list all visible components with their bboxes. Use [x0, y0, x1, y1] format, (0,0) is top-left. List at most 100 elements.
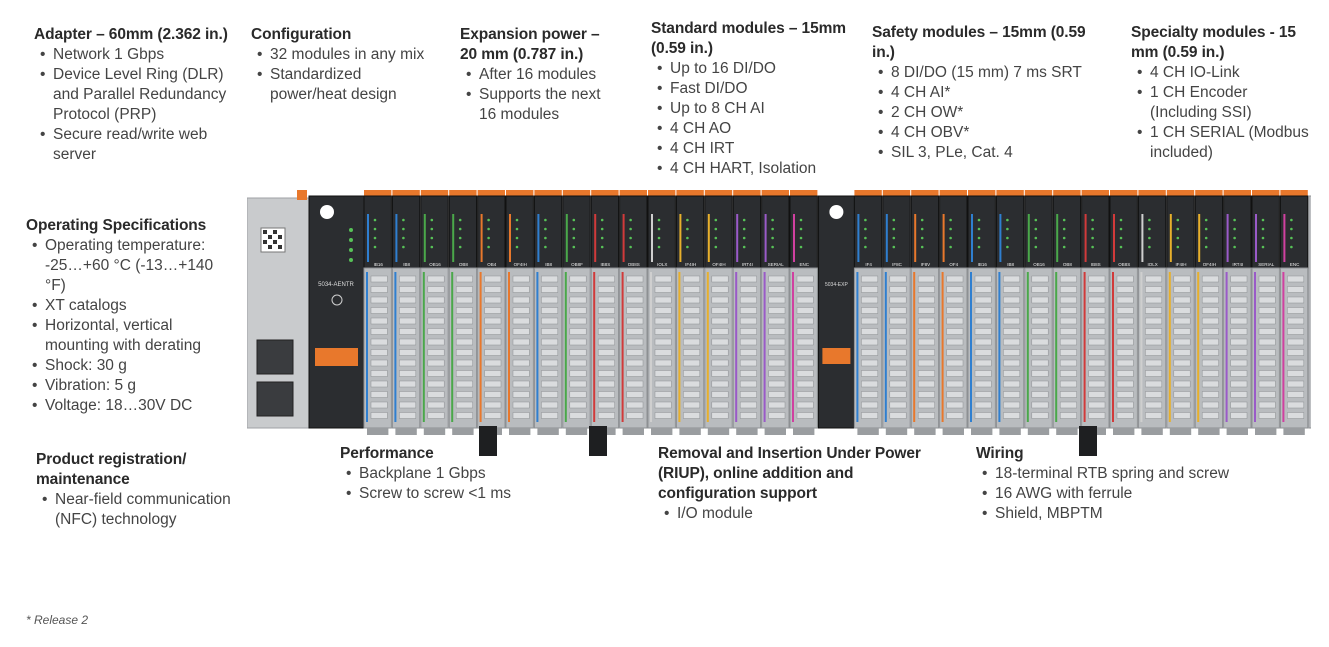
- channel-led-icon: [1034, 236, 1038, 240]
- module-color-band: [1141, 214, 1144, 262]
- terminal-block: [1251, 267, 1280, 429]
- rtb-plug: [479, 426, 497, 456]
- list-item: Shock: 30 g: [26, 356, 238, 376]
- terminal-slot: [1116, 307, 1134, 314]
- configuration-list: 32 modules in any mix Standardized power…: [251, 45, 441, 105]
- channel-led-icon: [686, 236, 689, 240]
- terminal-slot: [1003, 349, 1021, 356]
- terminal-slot: [370, 349, 388, 356]
- terminal-slot: [597, 359, 615, 367]
- terminal-slot: [541, 317, 559, 325]
- terminal-slot: [455, 370, 473, 377]
- terminal-slot: [1201, 275, 1219, 283]
- terminal-slot: [917, 412, 935, 419]
- module-label: SERIAL: [1258, 262, 1275, 267]
- channel-led-icon: [657, 245, 661, 249]
- din-rail-foot: [509, 428, 531, 435]
- channel-led-icon: [892, 227, 896, 231]
- terminal-slot: [739, 401, 757, 409]
- terminal-block: [1024, 267, 1053, 429]
- terminal-slot: [455, 338, 473, 346]
- terminal-slot: [1059, 412, 1077, 419]
- module-latch: [562, 190, 591, 200]
- terminal-slot: [1116, 370, 1134, 377]
- terminal-slot: [654, 296, 672, 304]
- module-label: OB16: [429, 262, 441, 267]
- terminal-slot: [484, 401, 502, 409]
- terminal-slot: [1116, 359, 1134, 367]
- terminal-slot: [427, 370, 445, 377]
- ethernet-port: [256, 381, 294, 417]
- channel-led-icon: [430, 245, 434, 249]
- terminal-slot: [889, 391, 907, 398]
- list-item: 1 CH Encoder (Including SSI): [1131, 83, 1311, 123]
- terminal-slot: [455, 359, 473, 367]
- channel-led-icon: [714, 245, 718, 249]
- terminal-slot: [711, 391, 729, 398]
- terminal-slot: [1173, 349, 1191, 356]
- terminal-slot: [768, 349, 786, 356]
- channel-led-icon: [714, 227, 718, 231]
- module-latch: [761, 190, 789, 200]
- terminal-slot: [1287, 370, 1305, 377]
- channel-led-icon: [373, 218, 377, 222]
- terminal-slot: [974, 275, 992, 283]
- terminal-slot: [654, 349, 672, 356]
- terminal-slot: [654, 286, 672, 293]
- module-color-band: [707, 214, 710, 262]
- module-latch: [968, 190, 996, 200]
- terminal-block: [704, 267, 733, 429]
- performance-title: Performance: [340, 445, 434, 462]
- terminal-slot: [796, 412, 814, 419]
- terminal-slot: [739, 370, 757, 377]
- module-latch: [1138, 190, 1166, 200]
- terminal-slot: [1287, 349, 1305, 356]
- terminal-slot: [1003, 391, 1021, 398]
- module-color-band: [452, 214, 455, 262]
- module-latch: [704, 190, 733, 200]
- module-label: OF4IH: [712, 262, 725, 267]
- list-item: 18-terminal RTB spring and screw: [976, 464, 1256, 484]
- list-item: Near-field communication (NFC) technolog…: [36, 490, 251, 530]
- terminal-slot: [683, 349, 701, 356]
- registration-title: Product registration/ maintenance: [36, 451, 187, 488]
- module-latch: [477, 190, 505, 200]
- terminal-slot: [768, 359, 786, 367]
- terminal-slot: [512, 391, 530, 398]
- list-item: I/O module: [658, 504, 930, 524]
- channel-led-icon: [657, 218, 661, 222]
- terminal-slot: [541, 391, 559, 398]
- terminal-slot: [1003, 317, 1021, 325]
- channel-led-icon: [629, 218, 632, 222]
- adapter-list: Network 1 Gbps Device Level Ring (DLR) a…: [34, 45, 244, 165]
- terminal-color-stripe: [1026, 272, 1029, 422]
- terminal-slot: [739, 286, 757, 293]
- terminal-color-stripe: [593, 272, 596, 422]
- terminal-slot: [569, 338, 587, 346]
- module-color-band: [1056, 214, 1059, 262]
- din-rail-foot: [736, 428, 758, 435]
- terminal-slot: [946, 349, 964, 356]
- terminal-slot: [1031, 338, 1049, 346]
- terminal-slot: [1031, 328, 1049, 335]
- terminal-slot: [974, 296, 992, 304]
- terminal-slot: [683, 359, 701, 367]
- channel-led-icon: [544, 236, 547, 240]
- module-color-band: [509, 214, 511, 262]
- terminal-slot: [1088, 401, 1106, 409]
- module-color-band: [1113, 214, 1115, 262]
- terminal-slot: [1230, 317, 1248, 325]
- module-label: ENC: [1290, 262, 1300, 267]
- module-latch: [1053, 190, 1081, 200]
- terminal-slot: [1003, 359, 1021, 367]
- power-connector: [315, 348, 358, 366]
- terminal-slot: [683, 380, 701, 388]
- terminal-slot: [946, 391, 964, 398]
- terminal-slot: [768, 338, 786, 346]
- terminal-block: [853, 267, 883, 429]
- module-color-band: [1169, 214, 1172, 262]
- list-item: 16 AWG with ferrule: [976, 484, 1256, 504]
- module-latch: [1081, 190, 1109, 200]
- list-item: 4 CH AO: [651, 119, 851, 139]
